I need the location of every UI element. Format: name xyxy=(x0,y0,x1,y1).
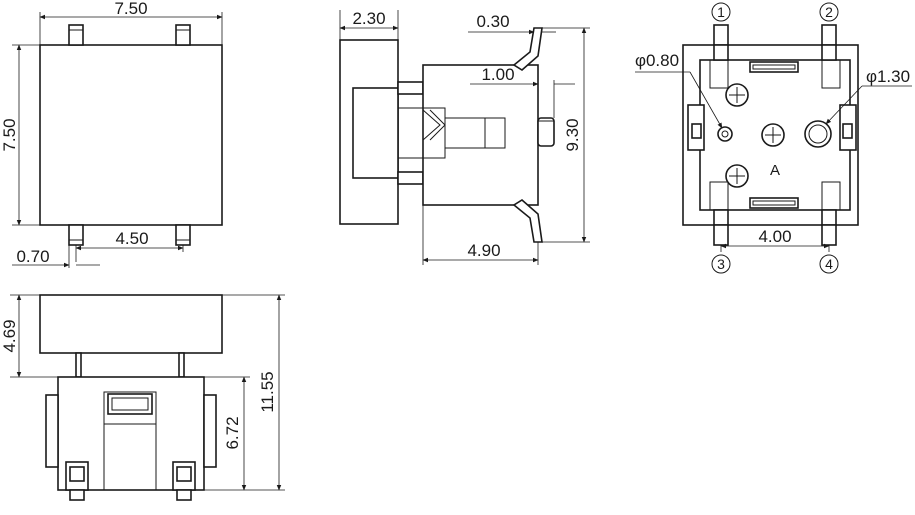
top-pin-lower-left xyxy=(68,224,84,246)
top-view: 7.50 7.50 4.50 0.70 xyxy=(0,0,223,268)
bottom-pin-1-root xyxy=(713,44,729,61)
side-cap-recess xyxy=(352,87,399,179)
front-pin-left-inner xyxy=(69,466,85,482)
pin-number-4: 4 xyxy=(819,254,839,274)
dim-label-side-height: 9.30 xyxy=(563,118,582,151)
front-window xyxy=(107,393,153,415)
label-small-hole: φ0.80 xyxy=(635,51,679,70)
side-lead-upper xyxy=(512,27,543,71)
dim-label-top-pin-spacing: 4.50 xyxy=(115,229,148,248)
bottom-pin-2 xyxy=(821,24,837,46)
dim-label-top-pin-width: 0.70 xyxy=(16,247,49,266)
front-window-inner xyxy=(111,397,149,411)
dim-label-side-body: 4.90 xyxy=(467,241,500,260)
dim-label-side-lead-thickness: 0.30 xyxy=(476,12,509,31)
bottom-small-hole xyxy=(717,126,733,142)
front-side-bump-left xyxy=(45,394,59,468)
side-stem-lower xyxy=(397,171,424,185)
screw-icon xyxy=(761,123,785,147)
front-stem-right xyxy=(178,352,185,378)
top-view-body xyxy=(39,44,223,226)
bottom-view: A 1 2 3 4 φ0.80 xyxy=(635,2,912,274)
front-pin-right-inner xyxy=(176,466,192,482)
bottom-slot-top-inner xyxy=(752,64,796,70)
svg-text:1: 1 xyxy=(717,4,725,20)
leader-small-hole xyxy=(689,71,723,129)
svg-text:2: 2 xyxy=(825,4,833,20)
bottom-pin-4 xyxy=(821,224,837,246)
front-side-bump-right xyxy=(203,394,217,468)
side-plunger-chevron xyxy=(422,109,441,141)
bottom-large-hole-inner xyxy=(808,124,828,144)
top-pin-lower-right xyxy=(175,224,191,246)
side-actuator-tip xyxy=(537,117,555,147)
bottom-marker-label: A xyxy=(770,162,780,179)
bottom-slot-bottom-inner xyxy=(752,200,796,206)
label-large-hole: φ1.30 xyxy=(866,67,910,86)
front-stem-left xyxy=(75,352,82,378)
bottom-pin-1 xyxy=(713,24,729,46)
svg-text:4: 4 xyxy=(825,256,833,272)
bottom-side-clip-right-tab xyxy=(842,123,853,139)
top-pin-upper-left xyxy=(68,24,84,46)
pin-number-1: 1 xyxy=(711,2,731,22)
dim-label-front-total-height: 11.55 xyxy=(258,371,277,412)
front-center-channel xyxy=(103,391,157,490)
bottom-side-clip-left-tab xyxy=(691,123,702,139)
front-view: 4.69 11.55 6.72 xyxy=(0,294,285,501)
front-pin-left-foot xyxy=(69,489,85,501)
top-pin-upper-right xyxy=(175,24,191,46)
bottom-slot-bottom xyxy=(749,197,799,209)
pin-number-2: 2 xyxy=(819,2,839,22)
side-view: 2.30 0.30 1.00 9.30 4.90 xyxy=(339,9,590,265)
side-body xyxy=(422,64,539,206)
dim-label-front-cap-height: 4.69 xyxy=(0,319,19,352)
screw-icon xyxy=(725,164,749,188)
side-lead-lower xyxy=(512,199,543,243)
pin-number-3: 3 xyxy=(711,254,731,274)
side-shaft xyxy=(444,117,506,149)
bottom-pin-3-root xyxy=(713,209,729,226)
dim-label-front-body-height: 6.72 xyxy=(223,416,242,449)
bottom-pin-3 xyxy=(713,224,729,246)
side-stem-upper xyxy=(397,81,424,95)
front-pin-right-foot xyxy=(176,489,192,501)
front-cap xyxy=(39,294,223,354)
dim-label-side-stem: 1.00 xyxy=(481,65,514,84)
bottom-pin-2-root xyxy=(821,44,837,61)
bottom-slot-top xyxy=(749,61,799,73)
bottom-pin-4-root xyxy=(821,209,837,226)
bottom-small-hole-inner xyxy=(721,130,729,138)
svg-text:3: 3 xyxy=(717,256,725,272)
dim-label-top-width: 7.50 xyxy=(114,0,147,18)
screw-icon xyxy=(725,83,749,107)
dim-label-top-height: 7.50 xyxy=(0,118,19,151)
dim-label-side-cap-width: 2.30 xyxy=(352,9,385,28)
leader-large-hole xyxy=(825,85,863,125)
dim-label-bottom-pin-spacing: 4.00 xyxy=(758,227,791,246)
